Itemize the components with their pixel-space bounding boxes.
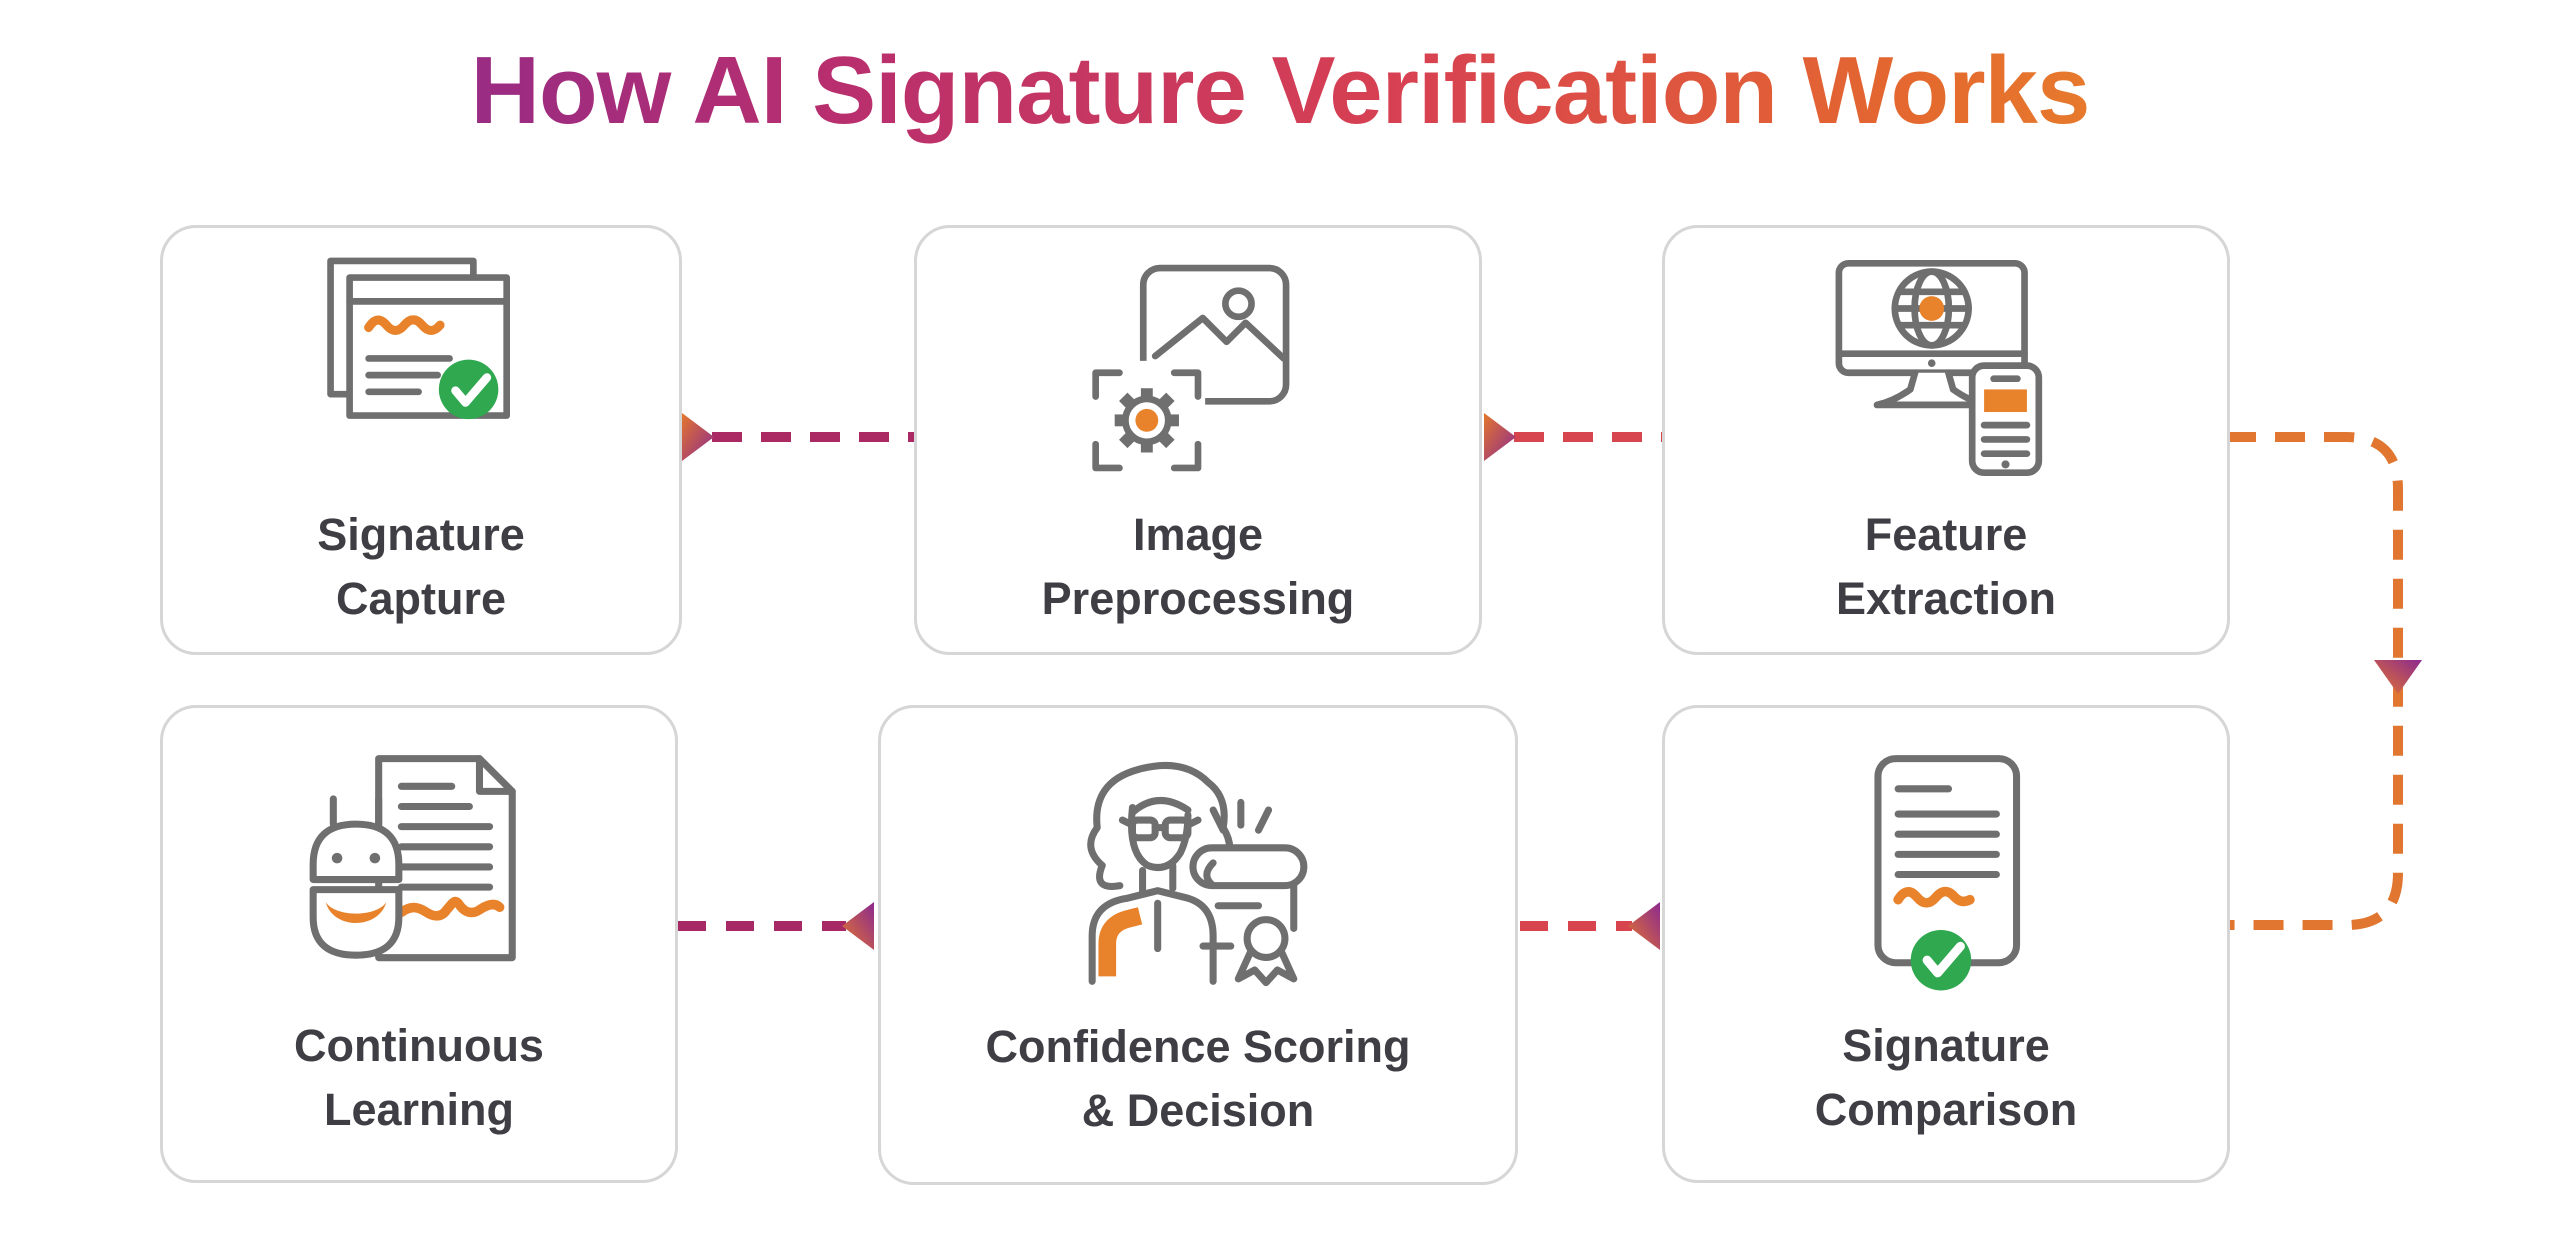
page-title: How AI Signature Verification Works: [0, 36, 2560, 146]
signature-comparison-icon: [1874, 755, 2021, 991]
arrow-left-icon: [842, 902, 874, 950]
connector-3-path: [2226, 432, 2403, 930]
step-label: Signature Capture: [317, 509, 525, 624]
image-preprocessing-icon: [1086, 264, 1290, 480]
arrow-left-icon: [1628, 902, 1660, 950]
arrow-right-icon: [1484, 413, 1516, 461]
step-card-signature-comparison: Signature Comparison: [1662, 705, 2230, 1183]
arrow-right-icon: [682, 413, 714, 461]
step-card-feature-extraction: Feature Extraction: [1662, 225, 2230, 655]
step-card-confidence-scoring: Confidence Scoring & Decision: [878, 705, 1518, 1185]
step-label: Confidence Scoring & Decision: [985, 1021, 1411, 1136]
step-label: Image Preprocessing: [1041, 509, 1355, 624]
continuous-learning-icon: [309, 755, 516, 962]
step-label: Feature Extraction: [1835, 509, 2057, 624]
step-label: Continuous Learning: [294, 1020, 544, 1135]
step-card-image-preprocessing: Image Preprocessing: [914, 225, 1482, 655]
signature-capture-icon: [327, 257, 511, 420]
step-label: Signature Comparison: [1814, 1020, 2078, 1135]
step-card-signature-capture: Signature Capture: [160, 225, 682, 655]
confidence-scoring-icon: [1087, 762, 1308, 987]
arrow-down-icon: [2374, 660, 2422, 694]
step-card-continuous-learning: Continuous Learning: [160, 705, 678, 1183]
feature-extraction-icon: [1835, 260, 2043, 477]
